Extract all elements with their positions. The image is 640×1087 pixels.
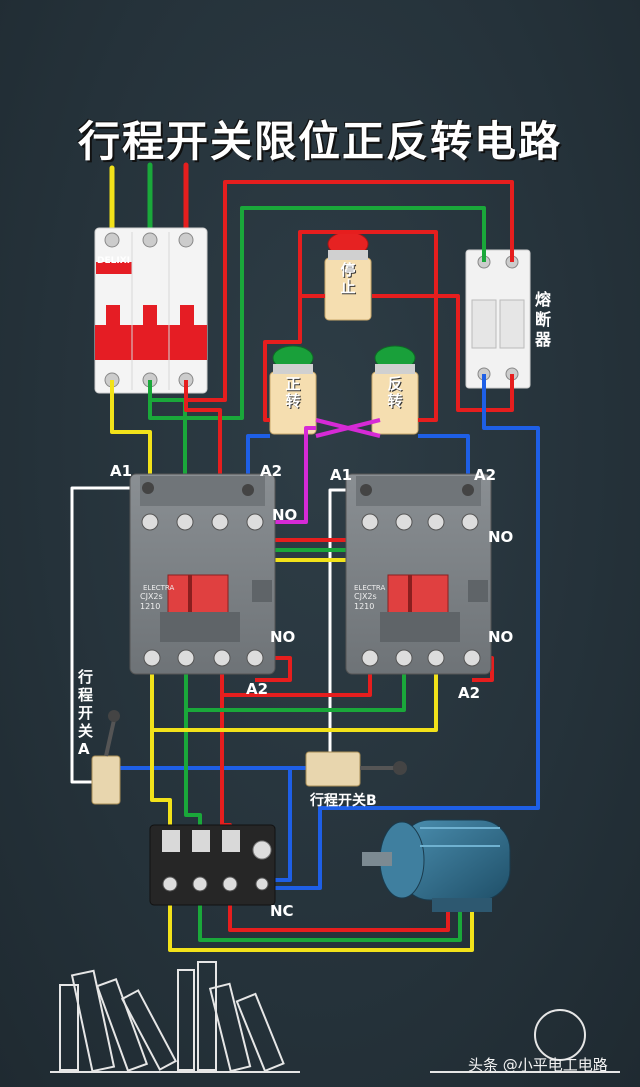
contactor-right-model: CJX2s [354,592,377,601]
breaker-brand: DELIXI [97,256,130,266]
forward-button-body[interactable] [269,345,317,435]
contactor-left-brand: ELECTRA [143,584,175,592]
relay-nc-label: NC [270,902,294,920]
forward-button-label: 正转 [285,375,301,410]
limit-switch-b-body[interactable] [305,751,407,787]
page-title: 行程开关限位正反转电路 [77,117,562,166]
contactor-right-body[interactable] [345,473,492,675]
contactor-right-rating: 1210 [354,602,375,611]
contactor-right-a1-label: A1 [330,466,353,484]
contactor-right-no-bottom-label: NO [488,628,514,646]
contactor-left-body[interactable] [129,473,276,675]
books-decoration [50,961,620,1073]
contactor-left-a1-label: A1 [110,462,133,480]
limit-switch-a-label: 行程开关A [78,668,94,758]
contactor-left-model: CJX2s [140,592,163,601]
circuit-breaker[interactable] [94,227,208,394]
contactor-left-rating: 1210 [140,602,161,611]
fuse-block[interactable] [465,249,531,389]
contactor-left-a2-top-label: A2 [260,462,283,480]
contactor-right-no-top-label: NO [488,528,514,546]
thermal-relay-body[interactable] [149,824,276,906]
reverse-button-body[interactable] [371,345,419,435]
contactor-left-a2-bottom-label: A2 [246,680,269,698]
limit-switch-b-label: 行程开关B [310,793,377,809]
reverse-button-label: 反转 [387,375,403,410]
contactor-left-no-bottom-label: NO [270,628,296,646]
stop-button-label: 停止 [340,261,356,296]
contactor-left-no-top-label: NO [272,506,298,524]
stop-button-body[interactable] [324,231,372,321]
limit-switch-a-body[interactable] [91,710,121,805]
contactor-right-a2-top-label: A2 [474,466,497,484]
contactor-right-brand: ELECTRA [354,584,386,592]
fuse-label: 熔断器 [535,290,552,349]
watermark: 头条 @小平电工电路 [468,1056,608,1074]
motor[interactable] [362,819,511,912]
contactor-right-a2-bottom-label: A2 [458,684,481,702]
